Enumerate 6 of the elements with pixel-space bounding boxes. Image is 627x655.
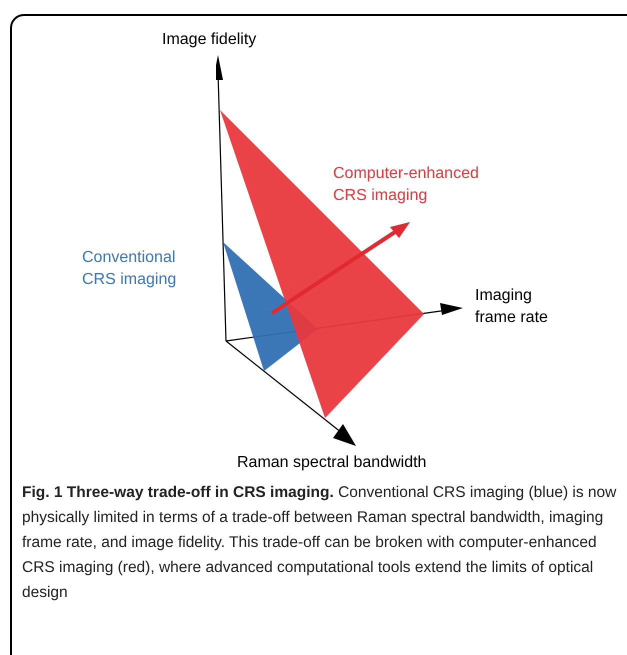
axis-label: Imaging frame rate (475, 286, 549, 328)
region-label: Conventional CRS imaging (82, 248, 178, 290)
figure-caption: Fig. 1 Three-way trade-off in CRS imaging. Conventional CRS imaging (blue) is now physically limited in terms of a trade-off between Raman spectral bandwidth, imaging frame rate, and image fidelity. This trade-off can be broken with computer-enhanced CRS imaging (red), where advanced computational tools extend the limits of optical design (22, 483, 617, 603)
axis-label: Raman spectral bandwidth (237, 453, 428, 473)
region-label: Computer-enhanced CRS imaging (333, 164, 480, 206)
axis-label: Image fidelity (162, 30, 258, 50)
